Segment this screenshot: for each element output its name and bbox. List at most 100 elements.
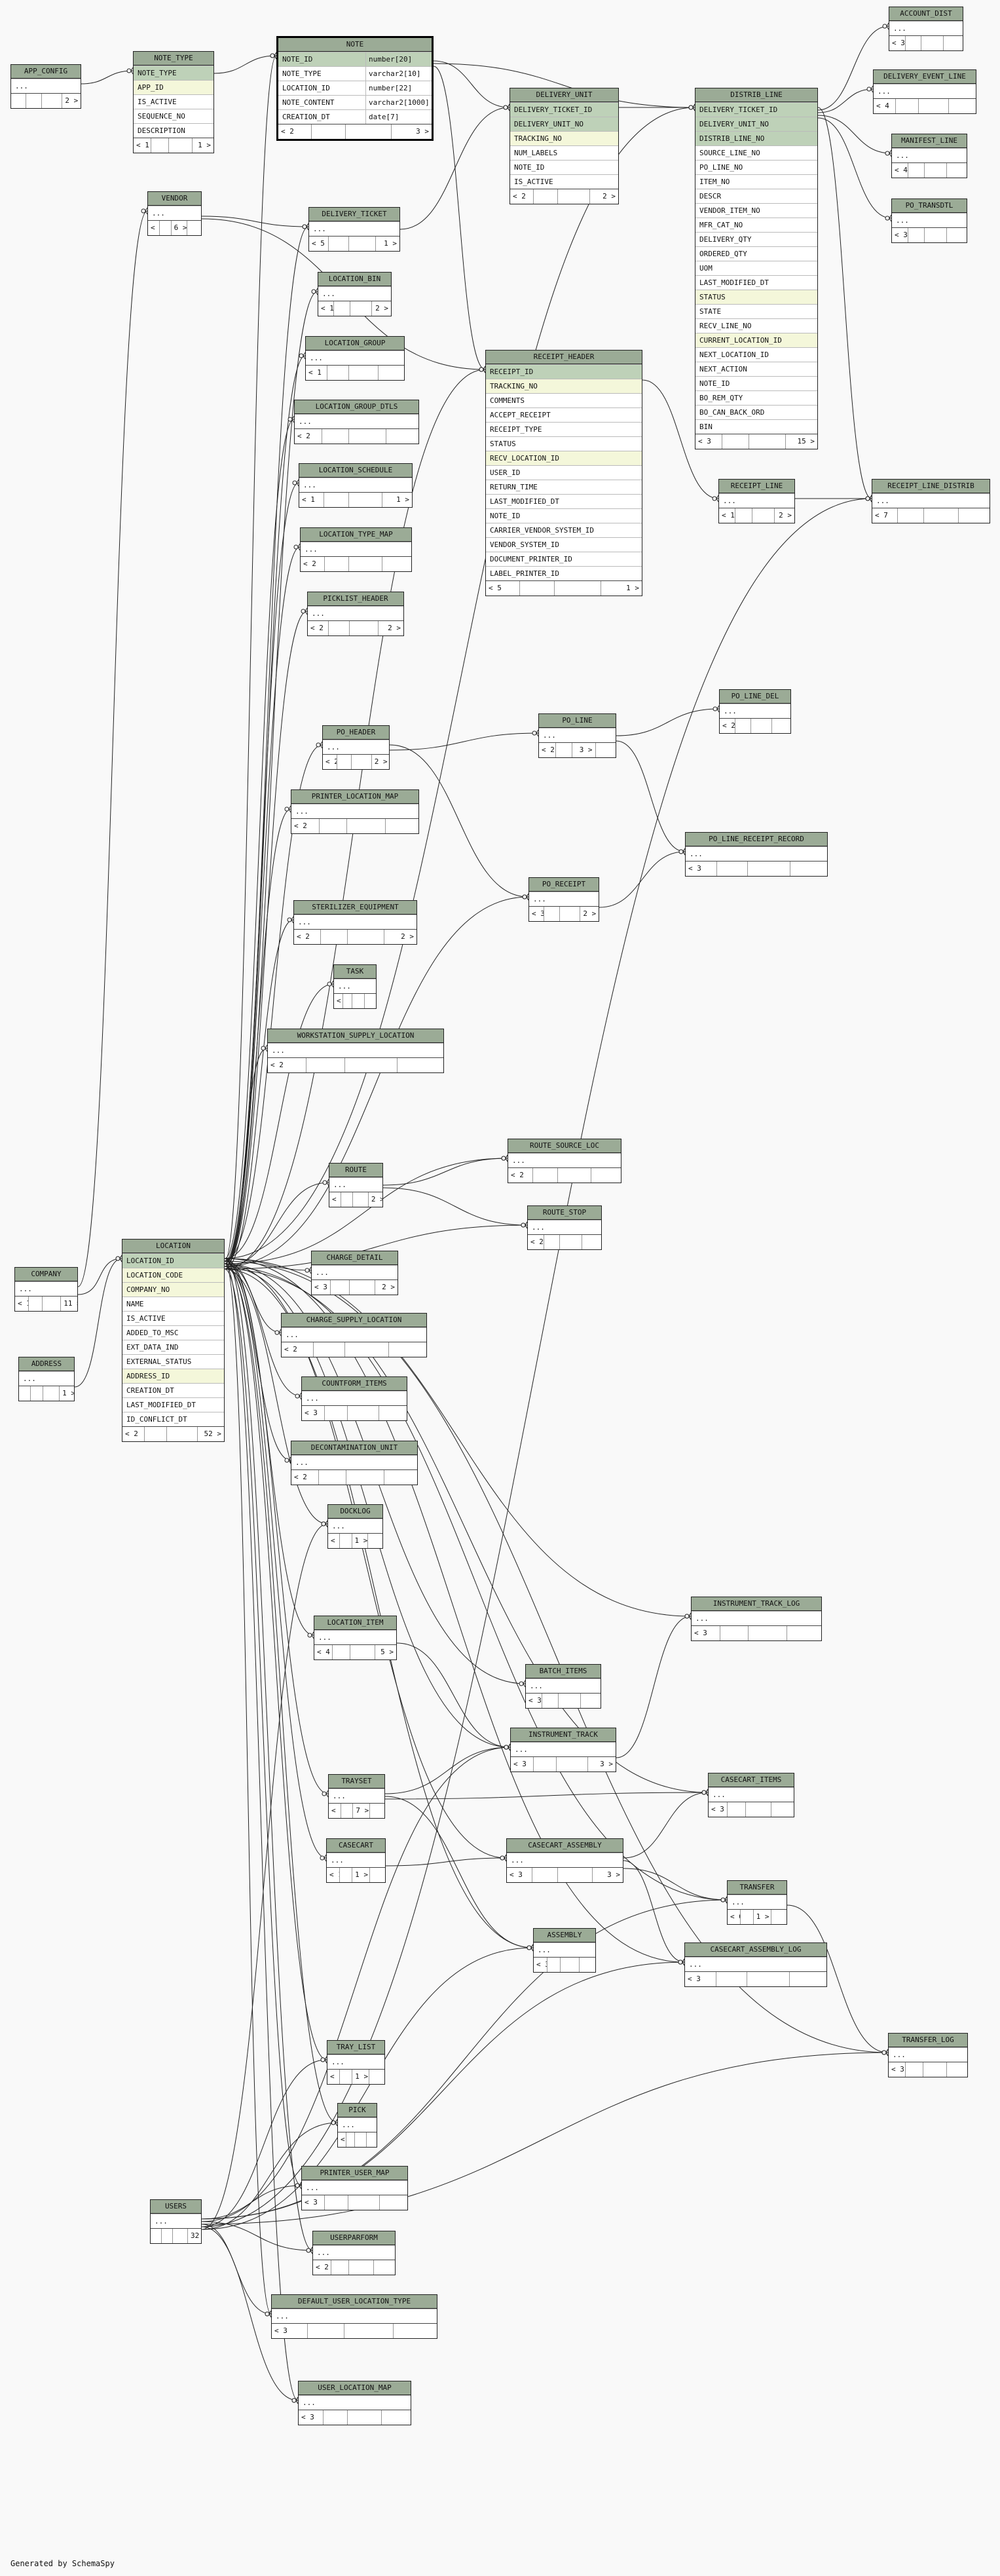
column-row[interactable]: LAST_MODIFIED_DT [695, 275, 817, 290]
table-title[interactable]: LOCATION_SCHEDULE [299, 464, 412, 478]
table-receipt-line-distrib[interactable]: RECEIPT_LINE_DISTRIB...< 7 [872, 479, 990, 523]
column-row[interactable]: USER_ID [486, 465, 642, 480]
table-trayset[interactable]: TRAYSET...< 27 > [328, 1774, 385, 1819]
collapsed-columns[interactable]: ... [318, 286, 391, 301]
table-title[interactable]: INSTRUMENT_TRACK_LOG [692, 1597, 821, 1611]
collapsed-columns[interactable]: ... [534, 1942, 595, 1957]
table-title[interactable]: INSTRUMENT_TRACK [511, 1728, 616, 1742]
table-default-user-location-type[interactable]: DEFAULT_USER_LOCATION_TYPE...< 3 [271, 2294, 437, 2339]
table-title[interactable]: ROUTE_SOURCE_LOC [508, 1139, 621, 1153]
collapsed-columns[interactable]: ... [272, 2309, 437, 2323]
column-row[interactable]: APP_ID [134, 80, 213, 94]
collapsed-columns[interactable]: ... [314, 1630, 396, 1644]
column-row[interactable]: NEXT_ACTION [695, 362, 817, 376]
table-title[interactable]: NOTE [278, 38, 432, 52]
table-title[interactable]: PO_HEADER [323, 726, 389, 740]
collapsed-columns[interactable]: ... [295, 414, 418, 428]
collapsed-columns[interactable]: ... [299, 2395, 411, 2410]
collapsed-columns[interactable]: ... [728, 1895, 787, 1909]
table-title[interactable]: PO_LINE [539, 714, 616, 728]
column-row[interactable]: ITEM_NO [695, 174, 817, 189]
table-title[interactable]: USERPARFORM [313, 2231, 395, 2245]
collapsed-columns[interactable]: ... [327, 1853, 385, 1867]
column-row[interactable]: ID_CONFLICT_DT [122, 1412, 224, 1426]
column-row[interactable]: DESCRIPTION [134, 123, 213, 138]
collapsed-columns[interactable]: ... [874, 84, 976, 98]
collapsed-columns[interactable]: ... [528, 1220, 601, 1234]
column-row[interactable]: ORDERED_QTY [695, 246, 817, 261]
table-title[interactable]: DELIVERY_EVENT_LINE [874, 70, 976, 84]
collapsed-columns[interactable]: ... [151, 2214, 201, 2228]
column-row[interactable]: BO_REM_QTY [695, 390, 817, 405]
table-title[interactable]: BATCH_ITEMS [526, 1665, 601, 1678]
table-title[interactable]: RECEIPT_LINE_DISTRIB [872, 480, 990, 493]
table-title[interactable]: PO_RECEIPT [529, 878, 599, 892]
table-title[interactable]: USERS [151, 2200, 201, 2214]
column-row[interactable]: BO_CAN_BACK_ORD [695, 405, 817, 419]
table-title[interactable]: ADDRESS [19, 1357, 74, 1371]
table-title[interactable]: NOTE_TYPE [134, 52, 213, 66]
column-row[interactable]: EXT_DATA_IND [122, 1340, 224, 1354]
table-title[interactable]: ASSEMBLY [534, 1929, 595, 1942]
table-title[interactable]: ROUTE [329, 1164, 382, 1177]
table-title[interactable]: PO_LINE_RECEIPT_RECORD [686, 833, 827, 846]
column-row[interactable]: SOURCE_LINE_NO [695, 145, 817, 160]
collapsed-columns[interactable]: ... [309, 221, 399, 236]
table-batch-items[interactable]: BATCH_ITEMS...< 3 [525, 1664, 601, 1709]
collapsed-columns[interactable]: ... [329, 1789, 384, 1803]
column-row[interactable]: NOTE_ID [510, 160, 618, 174]
column-row[interactable]: NUM_LABELS [510, 145, 618, 160]
collapsed-columns[interactable]: ... [306, 350, 404, 365]
table-title[interactable]: TRAY_LIST [327, 2041, 384, 2055]
collapsed-columns[interactable]: ... [692, 1611, 821, 1625]
column-row[interactable]: EXTERNAL_STATUS [122, 1354, 224, 1369]
table-title[interactable]: APP_CONFIG [11, 65, 81, 79]
table-delivery-event-line[interactable]: DELIVERY_EVENT_LINE...< 4 [873, 69, 976, 114]
column-row[interactable]: VENDOR_ITEM_NO [695, 203, 817, 218]
table-title[interactable]: DOCKLOG [328, 1505, 382, 1519]
collapsed-columns[interactable]: ... [19, 1371, 74, 1386]
column-row[interactable]: DELIVERY_TICKET_ID [695, 102, 817, 117]
column-row[interactable]: DESCR [695, 189, 817, 203]
table-po-transdtl[interactable]: PO_TRANSDTL...< 3 [891, 199, 967, 243]
table-assembly[interactable]: ASSEMBLY...< 3 [533, 1928, 596, 1973]
table-location-group[interactable]: LOCATION_GROUP...< 1 [305, 336, 405, 381]
column-row[interactable]: DISTRIB_LINE_NO [695, 131, 817, 145]
table-tray-list[interactable]: TRAY_LIST...< 31 > [327, 2040, 385, 2085]
column-row[interactable]: UOM [695, 261, 817, 275]
collapsed-columns[interactable]: ... [529, 892, 599, 906]
table-pick[interactable]: PICK...< 2 [337, 2103, 377, 2148]
table-title[interactable]: CASECART [327, 1839, 385, 1853]
collapsed-columns[interactable]: ... [328, 1519, 382, 1533]
column-row[interactable]: IS_ACTIVE [122, 1311, 224, 1325]
column-row[interactable]: COMMENTS [486, 393, 642, 407]
column-row[interactable]: ACCEPT_RECEIPT [486, 407, 642, 422]
table-location-type-map[interactable]: LOCATION_TYPE_MAP...< 2 [300, 527, 412, 572]
table-title[interactable]: CHARGE_SUPPLY_LOCATION [282, 1314, 426, 1327]
collapsed-columns[interactable]: ... [685, 1957, 826, 1971]
collapsed-columns[interactable]: ... [323, 740, 389, 754]
table-po-line-del[interactable]: PO_LINE_DEL...< 2 [719, 689, 791, 734]
table-route[interactable]: ROUTE...< 22 > [329, 1163, 383, 1207]
collapsed-columns[interactable]: ... [312, 1265, 398, 1279]
collapsed-columns[interactable]: ... [327, 2055, 384, 2069]
column-row[interactable]: ADDRESS_ID [122, 1369, 224, 1383]
table-title[interactable]: COMPANY [15, 1268, 77, 1281]
table-title[interactable]: WORKSTATION_SUPPLY_LOCATION [268, 1029, 443, 1043]
collapsed-columns[interactable]: ... [889, 21, 963, 35]
column-row[interactable]: LAST_MODIFIED_DT [486, 494, 642, 508]
collapsed-columns[interactable]: ... [719, 493, 794, 508]
collapsed-columns[interactable]: ... [889, 2047, 967, 2062]
column-row[interactable]: STATE [695, 304, 817, 318]
column-row[interactable]: LOCATION_ID [122, 1253, 224, 1268]
collapsed-columns[interactable]: ... [539, 728, 616, 742]
